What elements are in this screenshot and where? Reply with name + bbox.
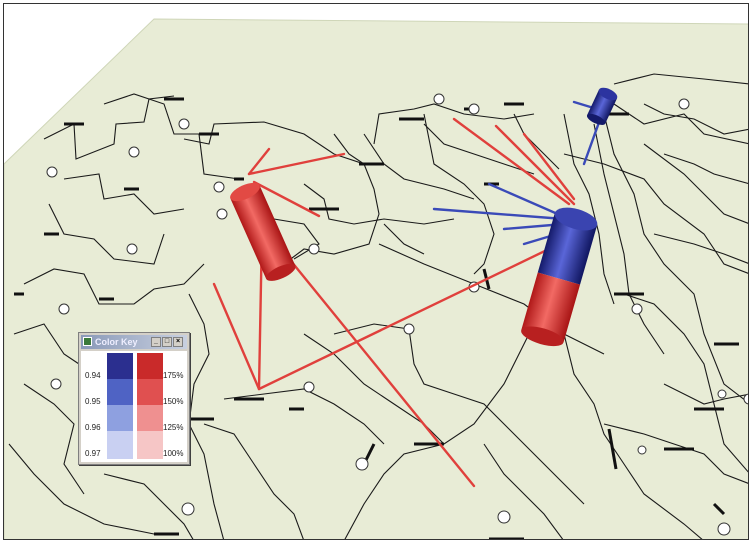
loading-label: 150% [163,397,184,406]
generator-icon [46,166,58,178]
generator-icon [58,303,70,315]
blue-swatch [107,379,133,405]
generator-icon [743,393,748,405]
color-key-titlebar[interactable]: Color Key _ □ × [81,335,187,349]
red-swatch [137,405,163,431]
color-key-window[interactable]: Color Key _ □ × 0.94 0.95 0.96 0.97 175%… [78,332,190,465]
color-key-body: 0.94 0.95 0.96 0.97 175% 150% 125% 100% [81,351,187,462]
generator-icon [213,181,225,193]
generator-icon [678,98,690,110]
power-network-scene [4,18,748,539]
generator-icon [181,502,195,516]
generator-icon [308,243,320,255]
red-swatch [137,379,163,405]
voltage-label: 0.97 [85,449,101,458]
network-diagram-frame: Color Key _ □ × 0.94 0.95 0.96 0.97 175%… [3,3,749,540]
window-icon [83,337,92,346]
generator-icon [126,243,138,255]
generator-icon [717,389,727,399]
generator-icon [355,457,369,471]
generator-icon [50,378,62,390]
flow-cylinder-blue [586,87,618,125]
generator-icons [46,93,748,536]
generator-icon [216,208,228,220]
red-swatch [137,353,163,379]
voltage-label: 0.96 [85,423,101,432]
flow-cylinder-red [230,182,296,281]
ground-plane [4,18,748,539]
loading-label: 100% [163,449,184,458]
blue-swatch [107,405,133,431]
generator-icon [433,93,445,105]
loading-label: 125% [163,423,184,432]
blue-swatch [107,353,133,379]
flow-cylinder-mixed [521,207,598,347]
minimize-button[interactable]: _ [151,337,161,347]
maximize-button[interactable]: □ [162,337,172,347]
blue-swatch [107,431,133,459]
loading-label: 175% [163,371,184,380]
generator-icon [717,522,731,536]
generator-icon [303,381,315,393]
generator-icon [637,445,647,455]
color-key-title: Color Key [95,337,138,347]
close-button[interactable]: × [173,337,183,347]
voltage-label: 0.94 [85,371,101,380]
generator-icon [497,510,511,524]
generator-icon [631,303,643,315]
voltage-label: 0.95 [85,397,101,406]
red-swatch [137,431,163,459]
generator-icon [468,103,480,115]
generator-icon [128,146,140,158]
generator-icon [403,323,415,335]
generator-icon [178,118,190,130]
